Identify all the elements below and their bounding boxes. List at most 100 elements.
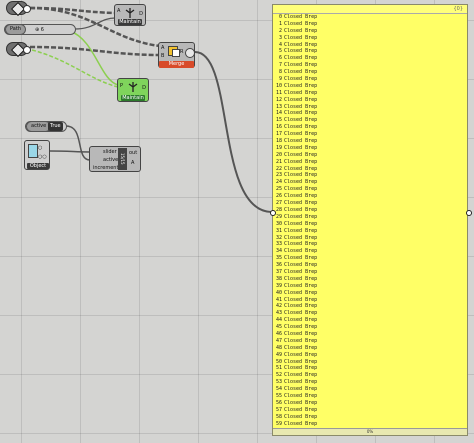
row-index: 31 <box>275 227 282 234</box>
plus-icon[interactable] <box>185 48 195 58</box>
output-port[interactable] <box>23 5 31 13</box>
row-index: 6 <box>278 55 282 62</box>
loop-badge: 15/15 <box>118 148 127 170</box>
panel-input-port[interactable] <box>270 210 276 216</box>
row-index: 0 <box>278 14 282 20</box>
row-text: Closed Brep <box>284 220 318 227</box>
row-index: 43 <box>275 310 282 317</box>
row-index: 42 <box>275 303 282 310</box>
output-port[interactable] <box>23 46 31 54</box>
row-index: 40 <box>275 289 282 296</box>
loop-component[interactable]: slider active increment 15/15 out A <box>89 146 141 172</box>
maintain-title: Maintain <box>118 19 142 25</box>
row-index: 24 <box>275 179 282 186</box>
row-text: Closed Brep <box>284 124 318 131</box>
panel-footer[interactable]: 0% <box>273 428 467 435</box>
panel-path-count: {0} <box>453 6 463 12</box>
row-index: 47 <box>275 337 282 344</box>
row-index: 26 <box>275 193 282 200</box>
row-index: 21 <box>275 158 282 165</box>
row-text: Closed Brep <box>284 96 318 103</box>
input-label: A <box>117 8 121 14</box>
row-index: 9 <box>278 76 282 83</box>
row-text: Closed Brep <box>284 48 318 55</box>
graph-mapper-knob-2[interactable] <box>6 42 31 58</box>
row-index: 11 <box>275 89 282 96</box>
row-text: Closed Brep <box>284 186 318 193</box>
row-text: Closed Brep <box>284 365 318 372</box>
row-text: Closed Brep <box>284 234 318 241</box>
row-index: 37 <box>275 268 282 275</box>
row-index: 8 <box>278 69 282 76</box>
row-index: 1 <box>278 20 282 27</box>
graph-mapper-knob-1[interactable] <box>6 1 31 17</box>
button-component[interactable]: ○ ○○ Object <box>24 140 50 170</box>
row-text: Closed Brep <box>284 262 318 269</box>
row-index: 27 <box>275 200 282 207</box>
row-text: Closed Brep <box>284 372 318 379</box>
row-text: Closed Brep <box>284 241 318 248</box>
row-index: 39 <box>275 282 282 289</box>
input-slider-label: slider <box>103 149 117 155</box>
output-a-label: A <box>131 160 135 166</box>
row-text: Closed Brep <box>284 392 318 399</box>
row-text: Closed Brep <box>284 289 318 296</box>
maintain-node-top[interactable]: A D Maintain <box>114 4 146 26</box>
output-r-label: R <box>180 49 184 55</box>
row-text: Closed Brep <box>284 337 318 344</box>
row-text: Closed Brep <box>284 69 318 76</box>
row-text: Closed Brep <box>284 358 318 365</box>
toggle-value[interactable]: True <box>48 122 63 131</box>
row-text: Closed Brep <box>284 317 318 324</box>
merge-node[interactable]: A B R Merge <box>158 42 195 68</box>
row-text: Closed Brep <box>284 310 318 317</box>
row-text: Closed Brep <box>284 255 318 262</box>
button-icon <box>28 144 38 158</box>
row-index: 2 <box>278 27 282 34</box>
row-index: 22 <box>275 165 282 172</box>
row-index: 54 <box>275 386 282 393</box>
active-toggle[interactable]: active True <box>25 121 67 132</box>
row-index: 4 <box>278 41 282 48</box>
row-text: Closed Brep <box>284 151 318 158</box>
row-text: Closed Brep <box>284 27 318 34</box>
row-text: Closed Brep <box>284 406 318 413</box>
panel-output-port[interactable] <box>466 210 472 216</box>
maintain-node-green[interactable]: P D Maintain <box>117 78 149 102</box>
path-value: ⊕ 6 <box>35 27 44 33</box>
row-text: Closed Brep <box>284 117 318 124</box>
row-index: 18 <box>275 138 282 145</box>
row-index: 46 <box>275 330 282 337</box>
row-text: Closed Brep <box>284 41 318 48</box>
row-text: Closed Brep <box>284 76 318 83</box>
row-text: Closed Brep <box>284 268 318 275</box>
row-index: 57 <box>275 406 282 413</box>
row-text: Closed Brep <box>284 103 318 110</box>
output-label: D <box>139 11 143 17</box>
row-text: Closed Brep <box>284 165 318 172</box>
row-index: 23 <box>275 172 282 179</box>
path-parameter[interactable]: Path ⊕ 6 <box>4 24 76 35</box>
row-index: 20 <box>275 151 282 158</box>
